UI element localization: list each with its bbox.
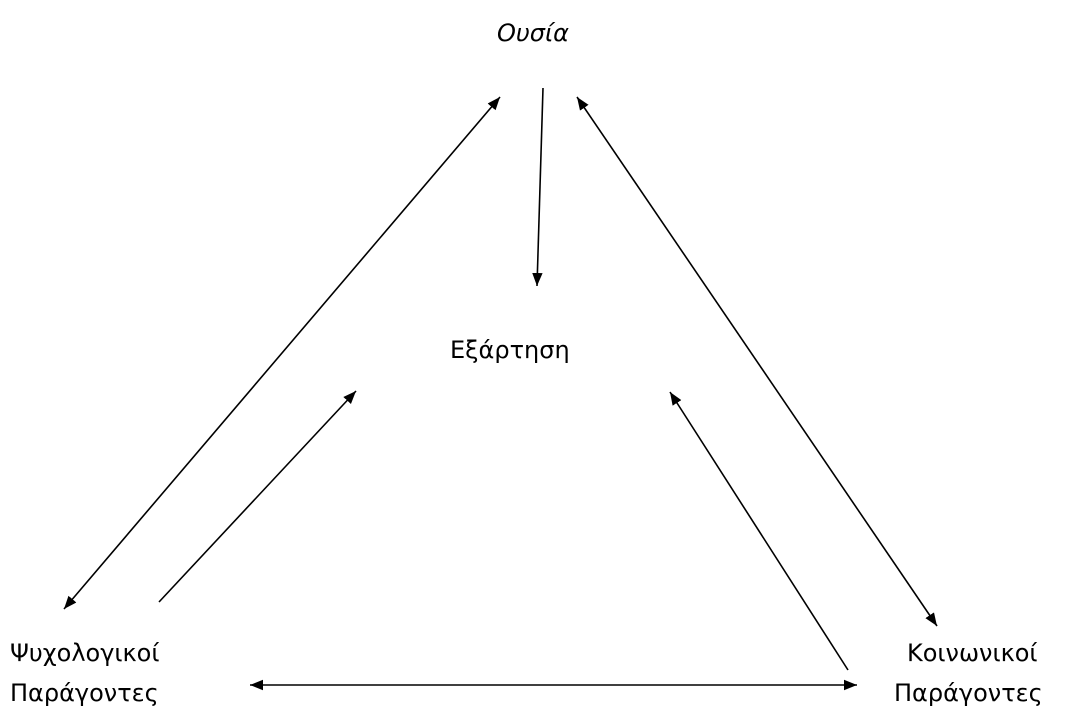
arrow-substance-social <box>576 96 938 627</box>
arrow-social-to-addiction <box>669 391 849 671</box>
node-social-line2: Παράγοντες <box>894 679 1043 707</box>
arrow-substance-to-addiction <box>532 87 544 287</box>
node-psychological-line2: Παράγοντες <box>10 679 159 707</box>
node-social-line1: Κοινωνικοί <box>907 639 1038 667</box>
node-addiction: Εξάρτηση <box>450 336 570 364</box>
node-psychological-line1: Ψυχολογικοί <box>10 639 160 667</box>
arrow-substance-psychological <box>63 96 501 610</box>
node-substance: Ουσία <box>497 19 569 47</box>
arrow-psychological-to-addiction <box>158 390 357 603</box>
